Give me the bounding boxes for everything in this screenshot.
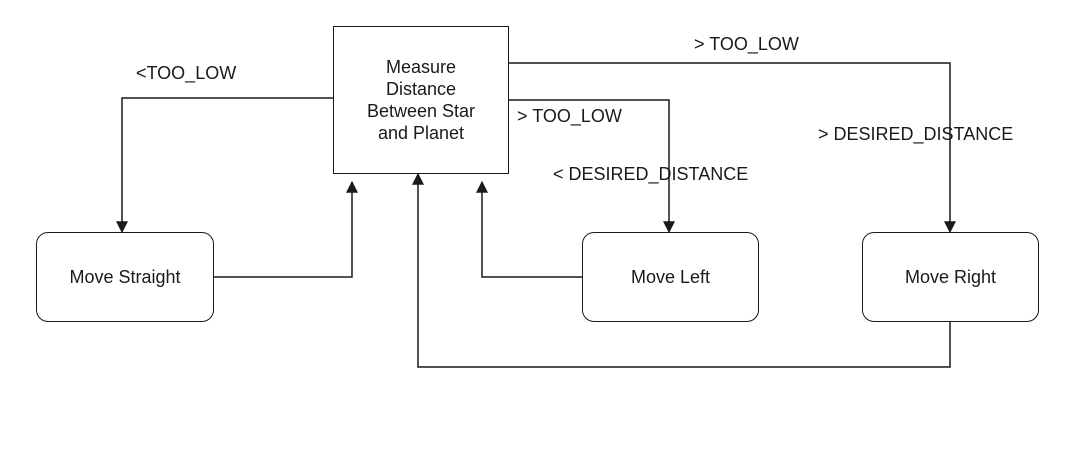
- move-straight-label: Move Straight: [69, 267, 181, 287]
- edge-straight-to-measure: [214, 180, 358, 278]
- move-right-node: Move Right: [862, 232, 1039, 322]
- edge-measure-to-left: [509, 99, 675, 234]
- label-to-right-too-low: > TOO_LOW: [694, 34, 799, 54]
- edge-right-to-measure: [412, 172, 951, 368]
- move-left-node: Move Left: [582, 232, 759, 322]
- measure-distance-node: Measure Distance Between Star and Planet: [333, 26, 509, 174]
- edge-left-to-measure: [476, 180, 582, 278]
- label-to-left-desired: < DESIRED_DISTANCE: [553, 164, 749, 184]
- edge-measure-to-right: [509, 62, 956, 234]
- move-right-label: Move Right: [904, 267, 997, 287]
- label-to-straight: <TOO_LOW: [136, 63, 237, 83]
- move-straight-node: Move Straight: [36, 232, 214, 322]
- label-to-left-too-low: > TOO_LOW: [517, 106, 622, 126]
- edge-measure-to-straight: [116, 97, 333, 234]
- measure-distance-label: Measure Distance Between Star and Planet: [366, 57, 476, 143]
- label-to-right-desired: > DESIRED_DISTANCE: [818, 124, 1014, 144]
- move-left-label: Move Left: [630, 267, 711, 287]
